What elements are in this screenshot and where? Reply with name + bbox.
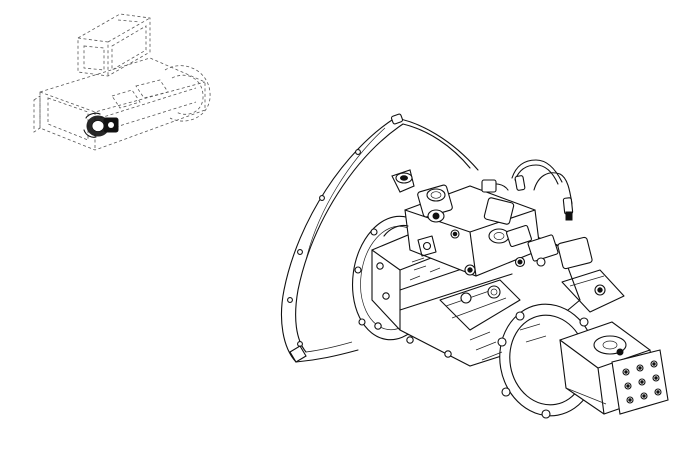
excavator-cab-outline: [77, 13, 151, 77]
gear-pump-bolt-grid: [622, 360, 662, 404]
regulator-valve-block: [404, 184, 593, 304]
body-detail-lines: [383, 224, 547, 361]
locator-view: [33, 13, 211, 151]
gear-pump: [559, 321, 669, 415]
pump-location-highlight: [83, 112, 119, 138]
flywheel-housing: [281, 113, 479, 363]
counterweight-outline: [164, 65, 211, 122]
excavator-upper-structure-outline: [33, 57, 206, 151]
pump-assembly: [281, 113, 669, 419]
top-cap-and-sensor-lines: [391, 159, 574, 221]
